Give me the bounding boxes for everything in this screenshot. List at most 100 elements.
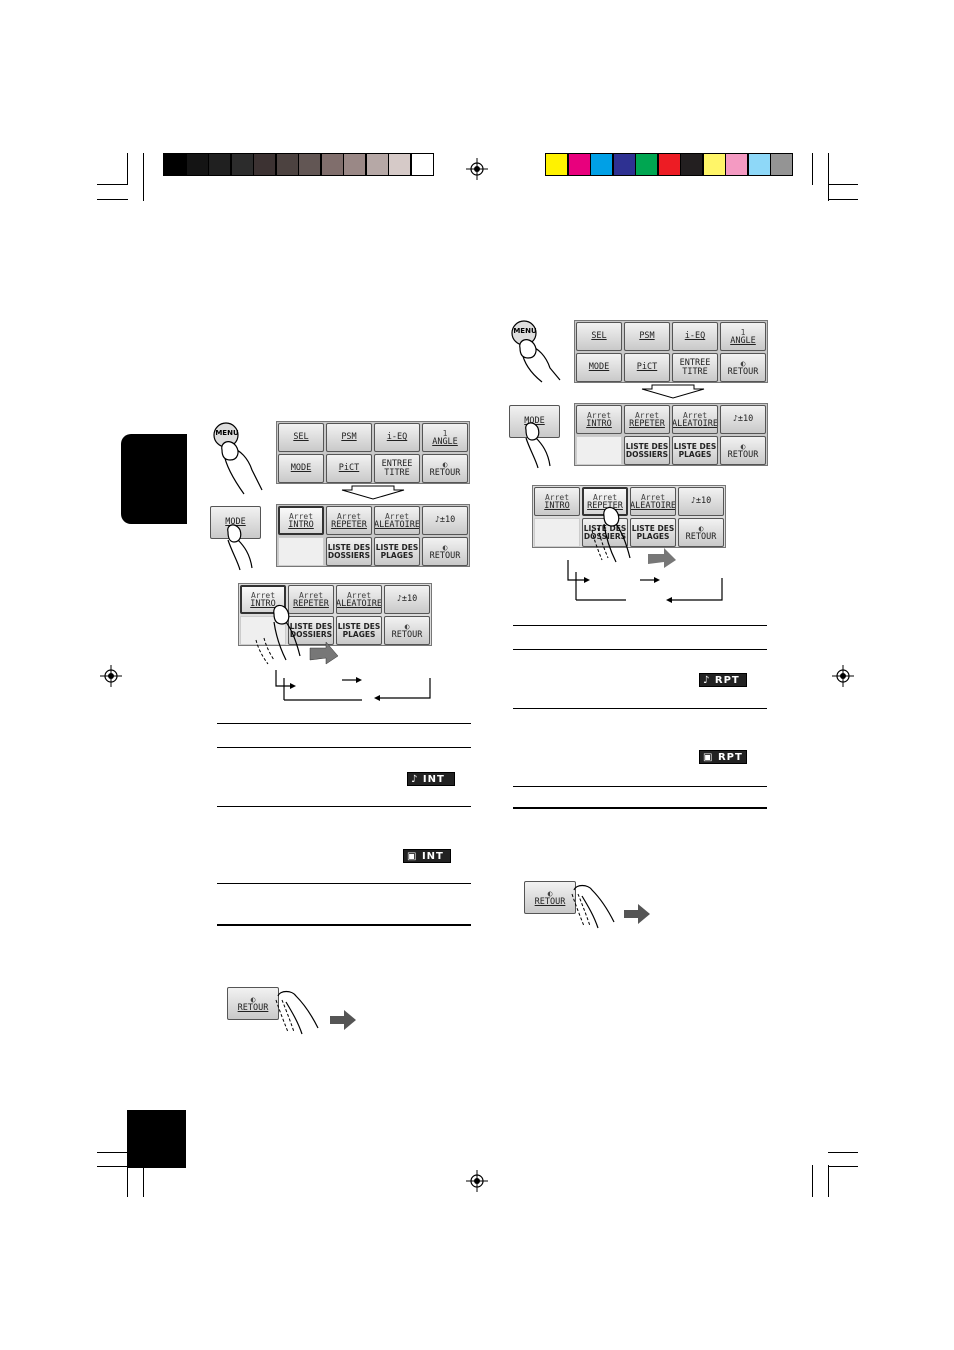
psm-button[interactable]: PSM: [326, 423, 372, 452]
table-rule: [513, 625, 767, 626]
gray-swatch: [365, 153, 389, 176]
registration-mark-left: [100, 665, 122, 687]
table-rule: [217, 806, 471, 807]
timer-icon: ◐: [740, 358, 746, 368]
down-arrow-icon: [641, 384, 705, 399]
gray-swatch: [388, 153, 411, 176]
down-arrow-icon: [341, 485, 405, 500]
color-swatch: [747, 153, 771, 176]
retour-menu-button[interactable]: ◐RETOUR: [422, 454, 468, 483]
color-swatch: [635, 153, 658, 176]
table-rule: [217, 747, 471, 748]
gray-swatch: [185, 153, 209, 176]
gray-swatch: [163, 153, 186, 176]
i-eq-button[interactable]: i-EQ: [374, 423, 420, 452]
color-swatch: [545, 153, 568, 176]
menu-finger-icon: [511, 320, 561, 383]
retour-button-detail[interactable]: ◐RETOUR: [384, 616, 430, 645]
mode-finger-icon: [525, 422, 551, 469]
timer-icon: ◐: [740, 441, 746, 451]
color-swatch: [590, 153, 613, 176]
gray-swatch: [410, 153, 434, 176]
i-eq-button[interactable]: i-EQ: [672, 322, 718, 351]
skip-10-button-detail[interactable]: ♪±10: [384, 585, 430, 614]
folder-intro-indicator: ▣ INT: [403, 849, 451, 863]
mode-menu-button[interactable]: MODE: [576, 353, 622, 382]
menu-button-label: MENU: [513, 327, 537, 335]
blank-slot-detail: [534, 518, 580, 547]
psm-button[interactable]: PSM: [624, 322, 670, 351]
retour-button-detail[interactable]: ◐RETOUR: [678, 518, 724, 547]
mode-menu-button[interactable]: MODE: [278, 454, 324, 483]
table-rule: [217, 924, 471, 926]
color-swatch: [725, 153, 748, 176]
registration-mark-top: [466, 158, 488, 180]
gray-swatch: [253, 153, 276, 176]
pict-button[interactable]: PiCT: [624, 353, 670, 382]
retour-finger-icon: [275, 990, 356, 1035]
retour-finger-icon: [571, 884, 650, 929]
retour-mode-button[interactable]: ◐RETOUR: [720, 436, 766, 465]
table-rule: [513, 807, 767, 809]
folder-repeat-indicator: ▣ RPT: [699, 750, 747, 764]
color-swatch: [612, 153, 636, 176]
timer-icon: ◐: [698, 523, 704, 533]
gray-swatch: [208, 153, 231, 176]
cycle-arrows-icon: [275, 670, 431, 701]
timer-icon: ◐: [404, 621, 410, 631]
timer-icon: ◐: [250, 994, 256, 1004]
track-repeat-indicator: ♪ RPT: [699, 673, 747, 687]
gray-swatch: [275, 153, 299, 176]
blank-slot: [576, 436, 622, 465]
registration-mark-bottom: [466, 1170, 488, 1192]
pict-button[interactable]: PiCT: [326, 454, 372, 483]
gray-swatch: [298, 153, 321, 176]
skip-10-button-detail[interactable]: ♪±10: [678, 487, 724, 516]
timer-icon: ◐: [442, 459, 448, 469]
folder-icon: ▣: [407, 851, 418, 862]
color-swatch: [680, 153, 703, 176]
sel-button[interactable]: SEL: [576, 322, 622, 351]
sel-button[interactable]: SEL: [278, 423, 324, 452]
retour-button[interactable]: ◐RETOUR: [227, 987, 279, 1020]
color-swatch: [657, 153, 681, 176]
timer-icon: ◐: [442, 542, 448, 552]
table-rule: [513, 708, 767, 709]
color-swatch: [567, 153, 591, 176]
press-finger-icon: [591, 506, 676, 568]
skip-10-button[interactable]: ♪±10: [720, 405, 766, 434]
table-rule: [513, 786, 767, 787]
retour-menu-button[interactable]: ◐RETOUR: [720, 353, 766, 382]
retour-button[interactable]: ◐RETOUR: [524, 881, 576, 914]
gray-swatch: [230, 153, 254, 176]
gray-swatch: [320, 153, 344, 176]
table-rule: [217, 723, 471, 724]
cycle-arrows-icon: [567, 560, 723, 603]
gray-swatch: [343, 153, 366, 176]
skip-10-button[interactable]: ♪±10: [422, 506, 468, 535]
folder-icon: ▣: [703, 752, 714, 763]
menu-button-label: MENU: [215, 429, 239, 437]
press-finger-icon: [255, 604, 339, 665]
retour-mode-button[interactable]: ◐RETOUR: [422, 537, 468, 566]
